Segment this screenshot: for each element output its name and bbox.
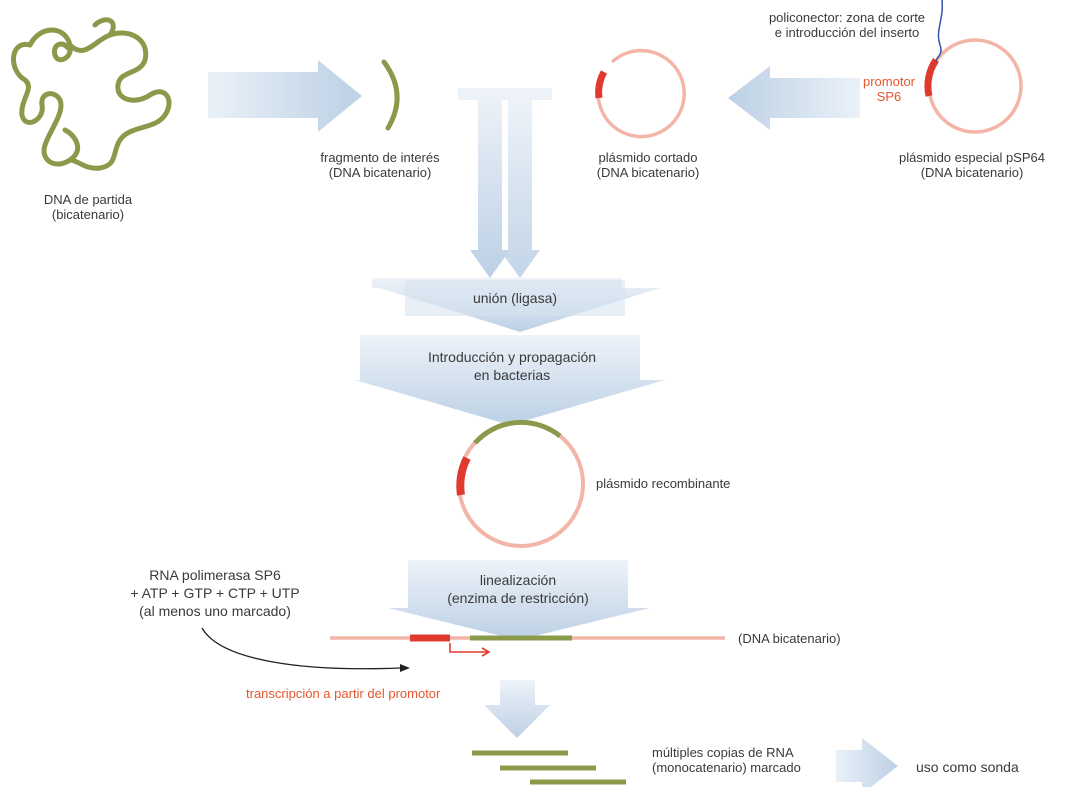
label-linealizacion-line1: linealización	[479, 572, 557, 588]
label-rna-pol-line2: + ATP + GTP + CTP + UTP	[130, 585, 300, 601]
label-rna-polimerasa: RNA polimerasa SP6 + ATP + GTP + CTP + U…	[85, 566, 345, 620]
label-union: unión (ligasa)	[472, 290, 558, 306]
label-rna-pol-line1: RNA polimerasa SP6	[149, 567, 281, 583]
label-introduccion-line2: en bacterias	[473, 367, 551, 383]
label-policonector-line2: e introducción del inserto	[774, 25, 920, 40]
label-promotor: promotor SP6	[854, 74, 924, 104]
label-fragmento-line1: fragmento de interés	[320, 150, 440, 165]
linker-pointer	[935, 0, 944, 63]
label-policonector: policonector: zona de corte e introducci…	[752, 10, 942, 40]
label-introduccion: Introducción y propagación en bacterias	[392, 348, 632, 384]
label-copias-line1: múltiples copias de RNA	[652, 745, 794, 760]
label-recombinante: plásmido recombinante	[596, 476, 731, 491]
label-transcripcion: transcripción a partir del promotor	[246, 686, 441, 701]
recombinant-plasmid-icon	[456, 419, 585, 548]
label-plasmido-cortado-line2: (DNA bicatenario)	[596, 165, 700, 180]
label-plasmido-especial-line2: (DNA bicatenario)	[920, 165, 1024, 180]
label-copias-line2: (monocatenario) marcado	[652, 760, 801, 775]
pointer-head	[400, 664, 410, 672]
rna-polymerase-pointer	[201, 627, 401, 670]
rna-copies	[472, 750, 626, 785]
label-plasmido-cortado: plásmido cortado (DNA bicatenario)	[578, 150, 718, 180]
introduction-band	[355, 335, 665, 425]
transcription-start-arrow	[449, 643, 491, 657]
label-uso-sonda: uso como sonda	[916, 759, 1019, 775]
label-promotor-line1: promotor	[862, 74, 916, 89]
label-plasmido-cortado-line1: plásmido cortado	[598, 150, 698, 165]
arrow-down-to-rna	[484, 680, 550, 738]
starting-dna-icon	[11, 17, 172, 171]
fragment-arc	[381, 59, 400, 131]
label-dna-partida-line1: DNA de partida	[43, 192, 133, 207]
arrow-pSP64-to-cut	[728, 66, 860, 130]
label-fragmento-line2: (DNA bicatenario)	[328, 165, 432, 180]
special-plasmid-icon	[924, 38, 1023, 134]
label-dna-partida: DNA de partida (bicatenario)	[28, 192, 148, 222]
label-introduccion-line1: Introducción y propagación	[427, 349, 597, 365]
converging-arrows	[458, 88, 552, 278]
label-linealizacion: linealización (enzima de restricción)	[408, 571, 628, 607]
label-copias-rna: múltiples copias de RNA (monocatenario) …	[652, 745, 801, 775]
label-rna-pol-line3: (al menos uno marcado)	[139, 603, 291, 619]
arrow-dna-to-fragment	[208, 60, 362, 132]
label-plasmido-especial: plásmido especial pSP64 (DNA bicatenario…	[882, 150, 1062, 180]
label-dna-partida-line2: (bicatenario)	[51, 207, 125, 222]
label-policonector-line1: policonector: zona de corte	[768, 10, 926, 25]
cut-plasmid-icon	[595, 48, 686, 139]
arrow-to-probe	[836, 738, 898, 787]
linearization-band	[388, 560, 650, 640]
label-fragmento: fragmento de interés (DNA bicatenario)	[305, 150, 455, 180]
label-dna-bicatenario-linear: (DNA bicatenario)	[738, 631, 841, 646]
label-promotor-line2: SP6	[876, 89, 902, 104]
label-plasmido-especial-line1: plásmido especial pSP64	[899, 150, 1045, 165]
label-linealizacion-line2: (enzima de restricción)	[447, 590, 589, 606]
